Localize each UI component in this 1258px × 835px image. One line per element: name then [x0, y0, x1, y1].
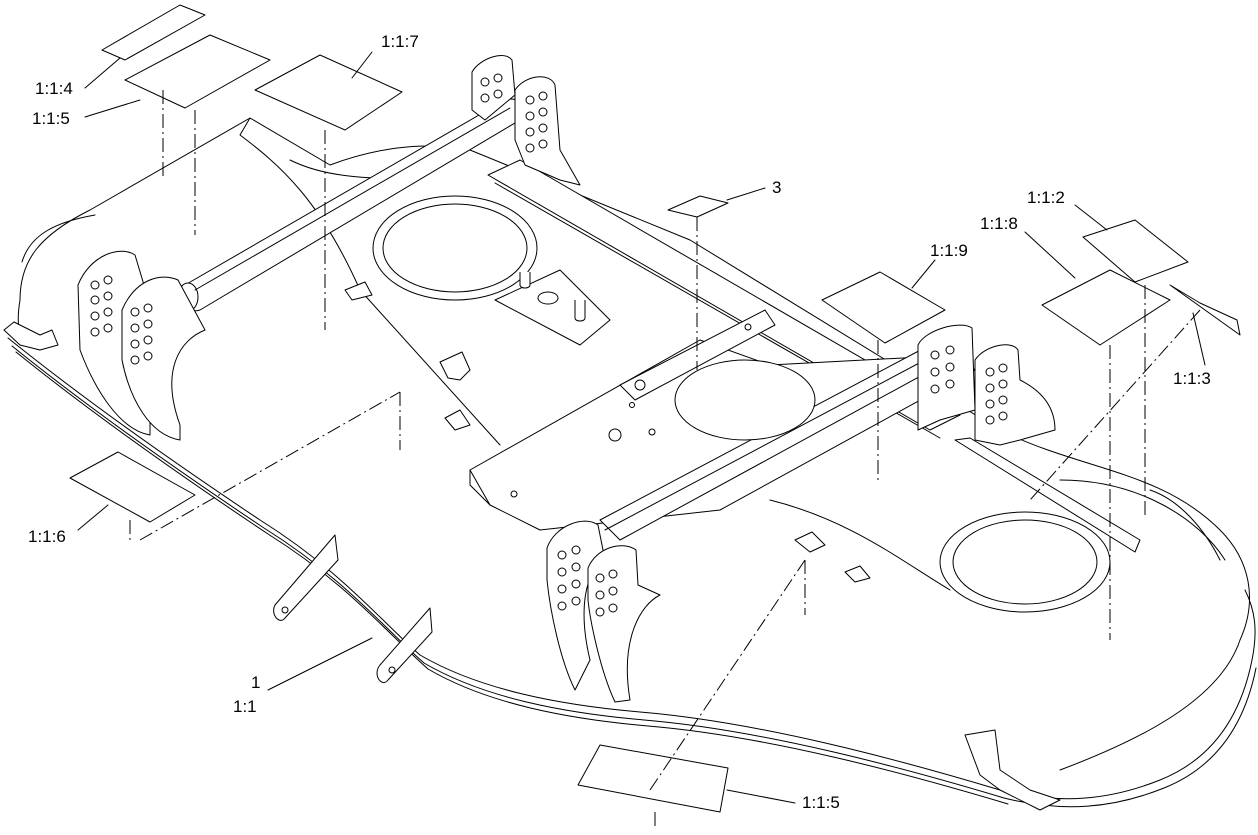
decal-edge [1169, 284, 1241, 336]
callout-1-1-2: 1:1:2 [1027, 188, 1065, 207]
decal-right1 [1082, 219, 1189, 283]
right-spindle-opening [939, 511, 1111, 613]
decal-left [69, 451, 196, 523]
callout-1-1-4: 1:1:4 [35, 79, 73, 98]
decal-tl2 [124, 34, 271, 109]
front-right-height-bracket-inner [587, 545, 661, 703]
callout-1-1-5-bottom: 1:1:5 [802, 793, 840, 812]
decal-bottom [577, 744, 729, 813]
mount-tabs [3, 281, 1061, 811]
decal-mid [821, 271, 946, 344]
right-baffle [954, 437, 1141, 553]
rear-left-height-bracket [471, 55, 581, 186]
callout-3: 3 [772, 178, 781, 197]
leader-lines [77, 51, 1206, 804]
callout-1-1-3: 1:1:3 [1173, 369, 1211, 388]
left-spindle-opening [372, 195, 538, 301]
callout-1-1-5-top: 1:1:5 [32, 109, 70, 128]
idler-bracket [494, 269, 611, 346]
callout-1-1-6: 1:1:6 [28, 527, 66, 546]
callout-1: 1 [251, 673, 260, 692]
decal-small [667, 195, 729, 218]
decal-right2 [1041, 269, 1171, 346]
left-height-bracket-inner [121, 276, 206, 441]
callout-1-1-8: 1:1:8 [980, 214, 1018, 233]
decal-tl1 [101, 4, 206, 61]
projection-lines [129, 90, 1201, 830]
callout-1-1-7: 1:1:7 [381, 32, 419, 51]
decal-top [254, 54, 403, 131]
center-spindle-opening [674, 359, 816, 441]
callout-labels: 1:1:4 1:1:5 1:1:7 3 1:1:2 1:1:8 1:1:9 1:… [28, 32, 1211, 812]
rear-right-height-bracket [917, 324, 1056, 446]
callout-1-1-9: 1:1:9 [930, 241, 968, 260]
callout-1-1: 1:1 [233, 697, 257, 716]
